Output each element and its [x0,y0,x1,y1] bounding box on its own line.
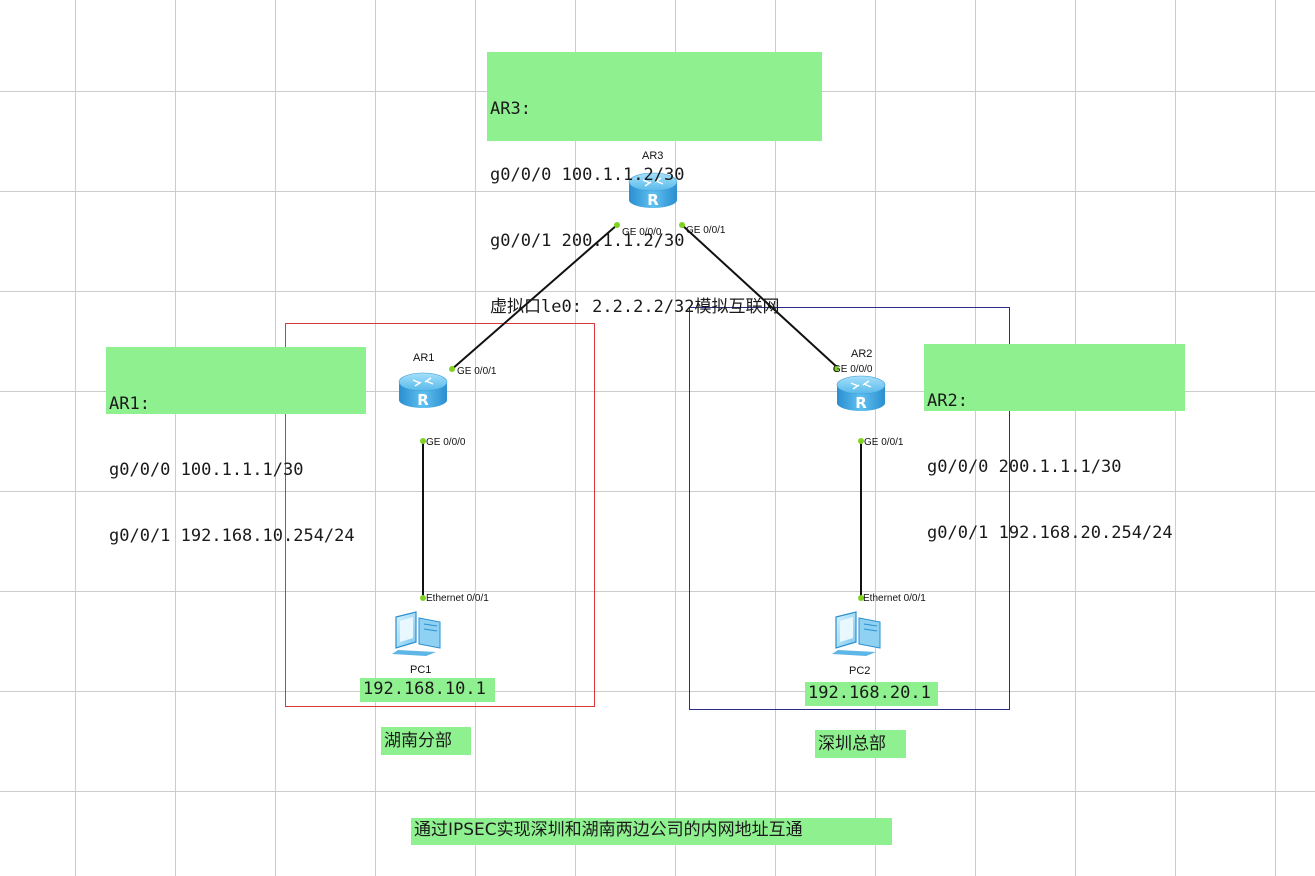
note-line: g0/0/0 200.1.1.1/30 [927,457,1122,477]
link-ar3-ar2[interactable] [681,224,839,369]
shenzhen-hq-label[interactable]: 深圳总部 [815,730,906,758]
device-name-ar1: AR1 [413,352,435,364]
hunan-site-area[interactable] [285,323,595,707]
port-label: GE 0/0/0 [622,227,662,238]
note-line: g0/0/1 200.1.1.2/30 [490,231,685,251]
router-ar2-icon[interactable]: R [836,375,886,412]
note-line: g0/0/1 192.168.20.254/24 [927,523,1173,543]
device-name-ar2: AR2 [851,348,873,360]
device-name-ar3: AR3 [642,150,664,162]
ar1-config-note[interactable]: AR1: g0/0/0 100.1.1.1/30 g0/0/1 192.168.… [106,347,366,546]
device-name-pc1: PC1 [410,664,432,676]
pc2-ip-note[interactable]: 192.168.20.1 [805,682,938,706]
port-dot [833,366,839,372]
note-line: 虚拟口le0: 2.2.2.2/32模拟互联网 [490,297,780,317]
port-dot [679,222,685,228]
router-ar3-icon[interactable]: R [628,172,678,209]
port-dot [449,366,455,372]
diagram-caption[interactable]: 通过IPSEC实现深圳和湖南两边公司的内网地址互通 [411,818,892,845]
port-label: GE 0/0/1 [457,366,497,377]
note-line: g0/0/0 100.1.1.2/30 [490,165,685,185]
note-line: AR1: [109,394,150,414]
ar2-config-note[interactable]: AR2: g0/0/0 200.1.1.1/30 g0/0/1 192.168.… [924,344,1185,543]
port-label: Ethernet 0/0/1 [426,593,489,604]
note-line: AR3: [490,99,531,119]
port-dot [420,595,426,601]
note-line: g0/0/0 100.1.1.1/30 [109,460,304,480]
ar3-config-note[interactable]: AR3: g0/0/0 100.1.1.2/30 g0/0/1 200.1.1.… [487,52,822,317]
port-dot [614,222,620,228]
port-label: GE 0/0/0 [426,437,466,448]
port-dot [858,438,864,444]
port-label: Ethernet 0/0/1 [863,593,926,604]
router-ar1-icon[interactable]: R [398,372,448,409]
port-dot [420,438,426,444]
pc2-icon[interactable] [832,611,881,656]
pc1-ip-note[interactable]: 192.168.10.1 [360,678,495,702]
svg-text:R: R [647,191,659,209]
port-label: GE 0/0/0 [833,364,873,375]
note-line: g0/0/1 192.168.10.254/24 [109,526,355,546]
svg-text:R: R [417,391,429,409]
shenzhen-site-area[interactable] [689,307,1010,710]
port-dot [858,595,864,601]
device-name-pc2: PC2 [849,665,871,677]
port-label: GE 0/0/1 [864,437,904,448]
note-line: AR2: [927,391,968,411]
hunan-branch-label[interactable]: 湖南分部 [381,727,471,755]
pc1-icon[interactable] [392,611,441,656]
port-label: GE 0/0/1 [686,225,726,236]
svg-text:R: R [855,394,867,412]
link-ar3-ar1[interactable] [450,224,618,371]
